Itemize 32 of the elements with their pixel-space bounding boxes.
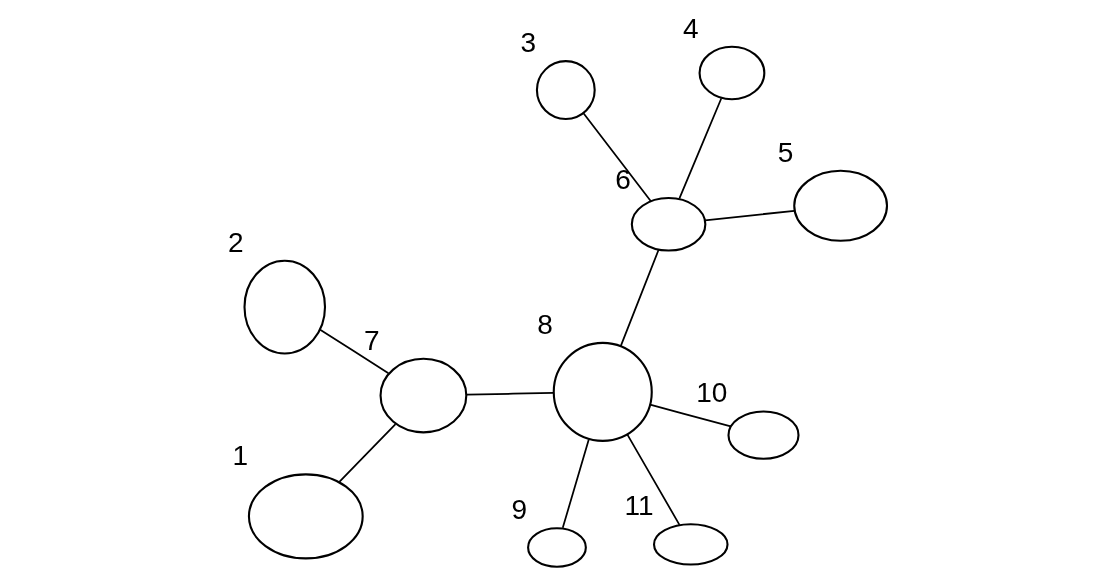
node-ellipse: [526, 527, 587, 568]
node-label: 3: [519, 27, 536, 59]
node-ellipse: [792, 169, 888, 242]
node-ellipse: [552, 341, 653, 442]
node-label: 4: [682, 12, 699, 44]
node-label: 6: [614, 163, 631, 195]
node-label: 9: [511, 494, 527, 526]
node-ellipse: [247, 473, 364, 560]
node-label: 10: [695, 377, 727, 409]
node-ellipse: [652, 523, 729, 566]
node-label: 8: [536, 308, 553, 340]
connector: [318, 328, 389, 375]
node-ellipse: [242, 259, 326, 355]
connector: [337, 423, 396, 483]
connector: [619, 248, 659, 347]
node-ellipse: [379, 357, 467, 434]
node-label: 1: [231, 440, 248, 472]
connector: [703, 209, 795, 222]
node-label: 5: [777, 136, 793, 168]
node-label: 7: [363, 324, 380, 356]
connector: [677, 97, 722, 200]
connector: [561, 438, 590, 529]
connector: [648, 403, 732, 428]
connector: [465, 392, 555, 396]
connector: [625, 433, 680, 526]
node-label: 11: [624, 490, 654, 522]
node-label: 2: [227, 226, 244, 258]
connector: [582, 112, 652, 202]
node-ellipse: [698, 45, 765, 101]
node-ellipse: [630, 197, 706, 252]
node-ellipse: [535, 60, 596, 120]
node-ellipse: [726, 410, 800, 460]
